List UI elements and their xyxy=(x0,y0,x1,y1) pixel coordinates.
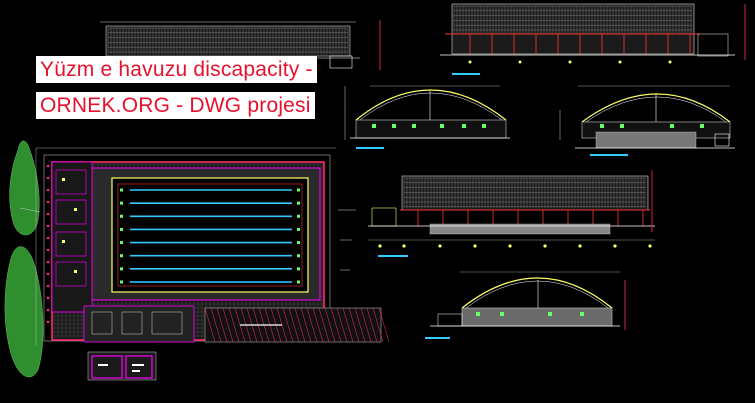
starting-block xyxy=(120,214,123,218)
grid-axis-marker xyxy=(46,284,50,288)
starting-block xyxy=(120,201,123,205)
starting-block xyxy=(120,267,123,271)
pool-floor-plan xyxy=(35,147,390,345)
arched-section-bottom xyxy=(425,271,626,339)
dimension-marks xyxy=(19,207,356,271)
grid-axis-marker xyxy=(46,224,50,228)
starting-block xyxy=(120,241,123,245)
detail-plan-small xyxy=(87,351,157,381)
arched-section-left xyxy=(344,85,510,149)
top-elevation-left xyxy=(100,20,381,70)
starting-block xyxy=(297,188,300,192)
starting-block xyxy=(297,201,300,205)
starting-block xyxy=(297,254,300,258)
starting-block xyxy=(297,214,300,218)
title-caption-line-2: ORNEK.ORG - DWG projesi xyxy=(36,92,315,119)
starting-block xyxy=(120,280,123,284)
starting-block xyxy=(297,241,300,245)
starting-block xyxy=(120,227,123,231)
arched-section-right xyxy=(559,85,735,156)
starting-block xyxy=(120,254,123,258)
title-caption-line-1: Yüzm e havuzu discapacity - xyxy=(36,56,317,83)
starting-block xyxy=(297,227,300,231)
grid-axis-marker xyxy=(46,248,50,252)
grid-axis-marker xyxy=(46,212,50,216)
top-elevation-right xyxy=(440,3,746,75)
grid-axis-marker xyxy=(46,260,50,264)
starting-block xyxy=(297,267,300,271)
grid-axis-marker xyxy=(46,176,50,180)
grid-axis-marker xyxy=(46,308,50,312)
grid-axis-marker xyxy=(46,188,50,192)
starting-block xyxy=(297,280,300,284)
grid-axis-marker xyxy=(46,272,50,276)
grid-axis-marker xyxy=(46,164,50,168)
tree-group xyxy=(4,140,44,378)
long-elevation xyxy=(368,170,655,257)
grid-axis-marker xyxy=(46,296,50,300)
grid-axis-marker xyxy=(46,236,50,240)
starting-block xyxy=(120,188,123,192)
grid-axis-marker xyxy=(46,320,50,324)
grid-axis-marker xyxy=(46,200,50,204)
